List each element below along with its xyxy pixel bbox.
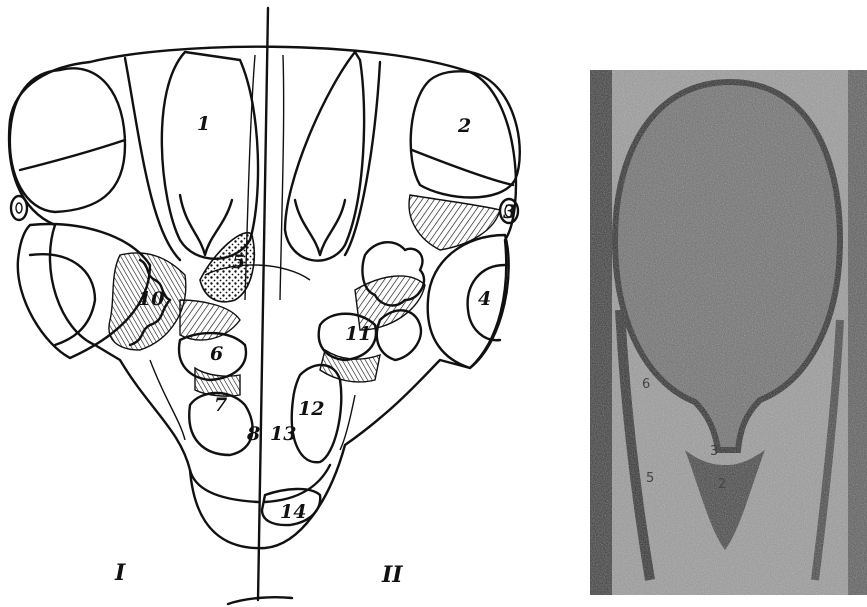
- label-12: 12: [298, 398, 324, 420]
- photo-label-6: 6: [642, 377, 650, 392]
- label-3: 3: [503, 201, 516, 223]
- label-4: 4: [478, 288, 491, 310]
- label-7: 7: [214, 394, 227, 416]
- midline-tail: [228, 597, 292, 604]
- muscle-right: [409, 195, 500, 250]
- plate-1: [162, 52, 258, 259]
- photo-label-2: 2: [718, 477, 726, 492]
- label-10: 10: [138, 288, 164, 310]
- plate-right-inner: [295, 200, 345, 255]
- micrograph-photo: 6 5 3 2: [590, 70, 867, 595]
- half-label-right: II: [381, 562, 403, 588]
- plate-right: [285, 52, 364, 261]
- label-6: 6: [210, 343, 223, 365]
- label-8: 8: [246, 423, 260, 445]
- clypeus-right: [280, 55, 284, 300]
- label-5: 5: [232, 251, 245, 273]
- anatomical-drawing: 1 2 3 4 5 6 7 8 10 11 12 13 14 I II: [0, 0, 560, 607]
- ocellus-left: [11, 196, 27, 220]
- gland-5: [200, 233, 254, 302]
- frons-left: [125, 58, 180, 260]
- label-11: 11: [345, 323, 371, 345]
- left-socket-inner: [30, 254, 95, 345]
- photo-grain: [590, 70, 867, 595]
- left-eye-line: [20, 140, 125, 170]
- left-eye: [10, 68, 125, 212]
- eye-2-line: [412, 150, 513, 185]
- ocellus-left-inner: [16, 203, 22, 213]
- labium-left: [190, 470, 258, 502]
- label-13: 13: [270, 423, 296, 445]
- label-1: 1: [197, 113, 210, 135]
- label-14: 14: [280, 501, 306, 523]
- label-2: 2: [457, 115, 471, 137]
- photo-label-3: 3: [710, 444, 718, 459]
- gena-left: [150, 360, 185, 440]
- photo-label-5: 5: [646, 471, 654, 486]
- half-label-left: I: [114, 560, 126, 586]
